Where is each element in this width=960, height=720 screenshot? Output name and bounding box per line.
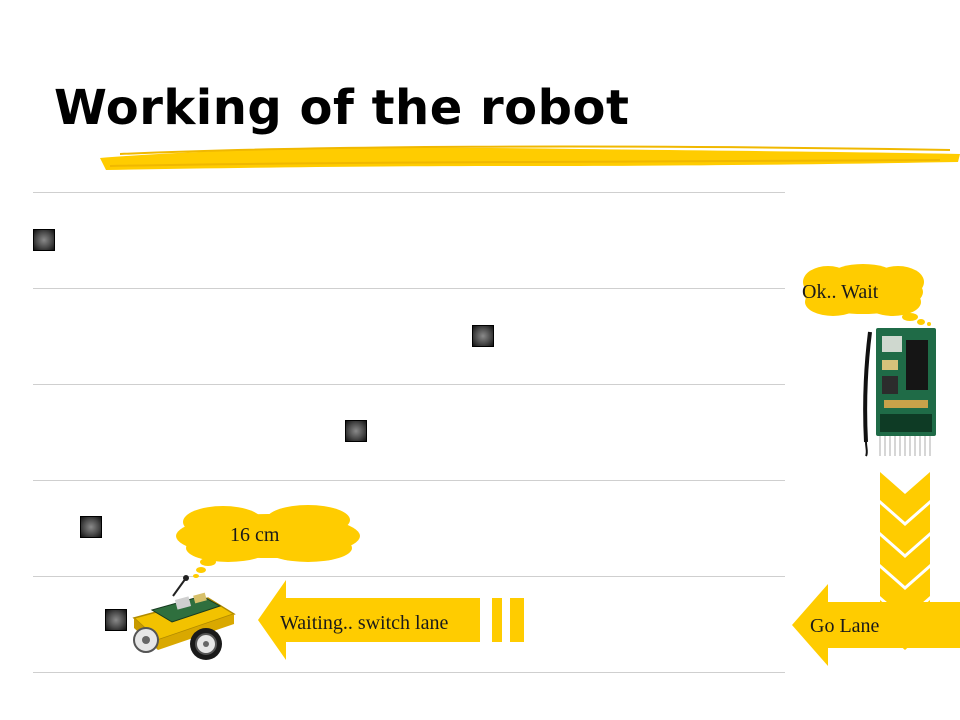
- rf-module-icon: [863, 328, 936, 457]
- lane-line-2: [33, 288, 785, 289]
- base-station-bubble-text: Ok.. Wait: [802, 281, 879, 303]
- obstacle-icon: [345, 420, 367, 442]
- robot-status-arrow: [258, 580, 524, 660]
- command-arrow-text: Go Lane: [810, 615, 880, 637]
- lane-line-4: [33, 480, 785, 481]
- obstacle-icon: [472, 325, 494, 347]
- base-station-bubble: [803, 264, 931, 326]
- distance-bubble-text: 16 cm: [230, 524, 280, 546]
- slide-title: Working of the robot: [54, 80, 630, 136]
- obstacle-icon: [105, 609, 127, 631]
- robot-icon: [132, 575, 236, 660]
- lane-line-3: [33, 384, 785, 385]
- robot-status-arrow-text: Waiting.. switch lane: [280, 612, 449, 634]
- lane-line-6: [33, 672, 785, 673]
- command-arrow: [792, 584, 960, 666]
- obstacle-icon: [33, 229, 55, 251]
- lane-line-1: [33, 192, 785, 193]
- title-underline: [100, 145, 960, 170]
- distance-bubble: [176, 505, 360, 578]
- lane-line-5: [33, 576, 785, 577]
- obstacle-icon: [80, 516, 102, 538]
